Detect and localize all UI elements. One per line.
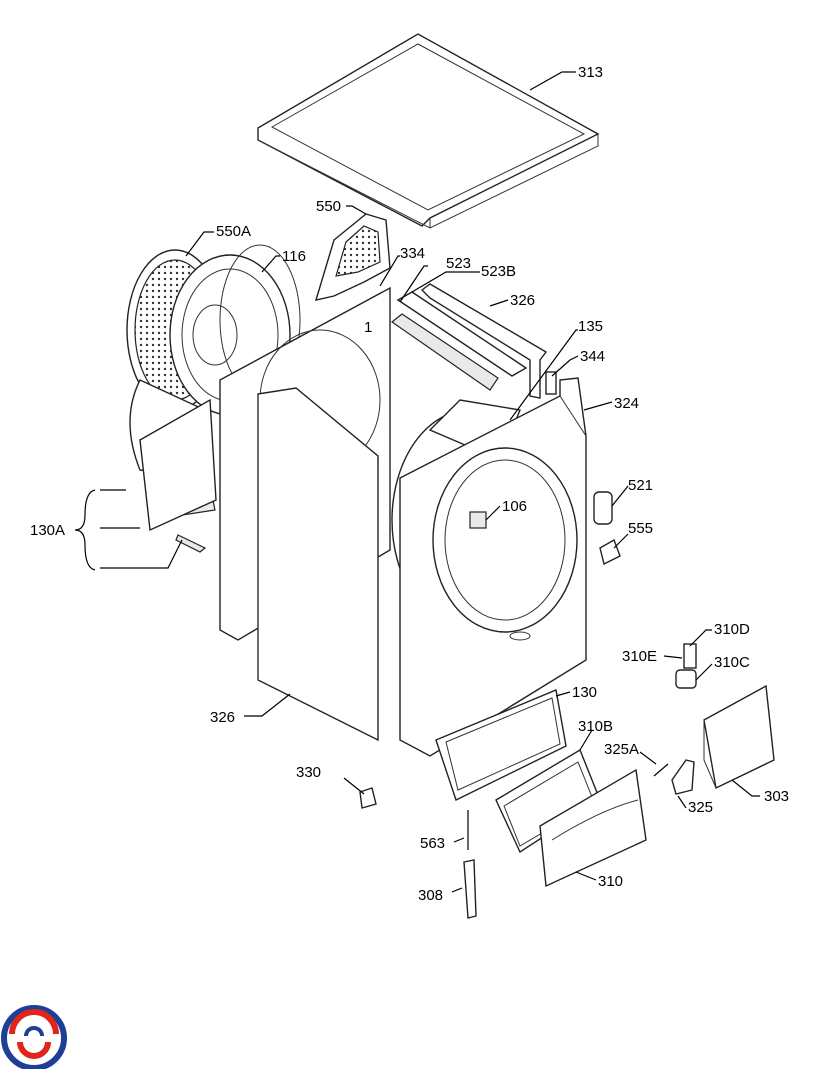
label-563: 563 <box>420 835 445 852</box>
gasket-130 <box>435 689 567 801</box>
label-523: 523 <box>446 255 471 272</box>
drawer-303 <box>703 684 775 790</box>
label-310B: 310B <box>578 718 613 735</box>
upper-rails-523 <box>390 283 548 399</box>
foot-330 <box>359 787 377 809</box>
brackets-130A <box>74 398 217 571</box>
label-130: 130 <box>572 684 597 701</box>
part-344 <box>545 371 557 395</box>
parts-325-325A <box>653 759 695 795</box>
brand-swirl-logo-icon <box>1 1005 67 1069</box>
label-106: 106 <box>502 498 527 515</box>
label-308: 308 <box>418 887 443 904</box>
label-550A: 550A <box>216 223 251 240</box>
top-panel-313 <box>257 33 600 229</box>
label-310C: 310C <box>714 654 750 671</box>
label-326-top: 326 <box>510 292 535 309</box>
label-116: 116 <box>282 248 306 265</box>
rear-panel-mark: 1 <box>364 319 372 336</box>
side-panel-326-left <box>257 387 379 742</box>
label-523B: 523B <box>481 263 516 280</box>
label-521: 521 <box>628 477 653 494</box>
label-324: 324 <box>614 395 639 412</box>
part-521 <box>593 491 613 525</box>
label-550: 550 <box>316 198 341 215</box>
label-325A: 325A <box>604 741 639 758</box>
part-555 <box>599 538 621 566</box>
label-310E: 310E <box>622 648 657 665</box>
label-135: 135 <box>578 318 603 335</box>
label-325: 325 <box>688 799 713 816</box>
label-555: 555 <box>628 520 653 537</box>
leader-lines <box>100 71 760 893</box>
label-310D: 310D <box>714 621 750 638</box>
filter-550 <box>314 213 391 301</box>
label-303: 303 <box>764 788 789 805</box>
part-labels: 313 550 550A 116 334 523 523B 326 135 34… <box>30 64 789 904</box>
drawer-front-310 <box>539 768 647 888</box>
label-310: 310 <box>598 873 623 890</box>
label-130A: 130A <box>30 522 65 539</box>
label-313: 313 <box>578 64 603 81</box>
latch-308 <box>463 859 477 919</box>
label-330: 330 <box>296 764 321 781</box>
label-326-left: 326 <box>210 709 235 726</box>
front-frame-324 <box>399 377 587 757</box>
label-344: 344 <box>580 348 605 365</box>
label-334: 334 <box>400 245 425 262</box>
parts-310C-310D-310E <box>675 643 697 689</box>
